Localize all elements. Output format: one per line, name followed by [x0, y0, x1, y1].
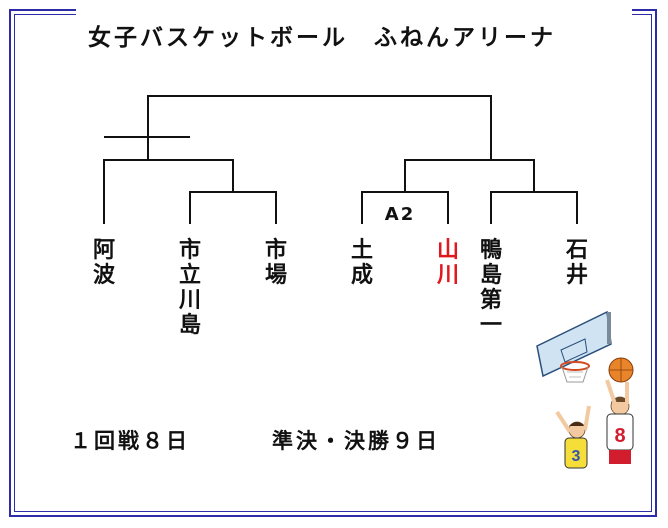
team-ichiba: 市 場	[261, 238, 291, 288]
bracket-final-line	[147, 95, 492, 160]
page-title: 女子バスケットボール ふねんアリーナ	[88, 25, 556, 51]
team-char: 場	[264, 263, 287, 288]
team-char: 川	[436, 263, 459, 288]
team-char: 川	[178, 288, 201, 313]
team-char: 成	[350, 263, 373, 288]
team-char: 立	[178, 263, 201, 288]
team-char: 土	[350, 238, 373, 263]
schedule-semis-final: 準決・決勝９日	[272, 429, 440, 453]
bracket-right-r1-line	[490, 191, 578, 224]
team-char: 一	[479, 313, 502, 338]
team-char: 阿	[92, 238, 115, 263]
svg-text:8: 8	[614, 425, 625, 447]
team-awa: 阿 波	[89, 238, 119, 288]
team-char: 鴨	[479, 238, 502, 263]
team-char: 市	[264, 238, 287, 263]
basketball-players-illustration: 8 3	[536, 310, 634, 469]
svg-text:3: 3	[572, 448, 581, 465]
bracket-right-semi-line	[404, 159, 535, 192]
team-shiritsu-kawashima: 市 立 川 島	[175, 238, 205, 338]
game-label-a2: A2	[384, 204, 416, 225]
team-ishii: 石 井	[562, 238, 592, 288]
schedule-round1: １回戦８日	[70, 429, 190, 453]
team-char: 石	[565, 238, 588, 263]
bracket-left-semi-line	[103, 159, 234, 224]
team-kamojima-daiichi: 鴨 島 第 一	[476, 238, 506, 338]
team-char: 市	[178, 238, 201, 263]
team-yamakawa: 山 川	[433, 238, 463, 288]
team-char: 井	[565, 263, 588, 288]
team-char: 波	[92, 263, 115, 288]
title-frame-gap	[76, 0, 632, 22]
team-char: 島	[479, 263, 502, 288]
bracket-a2-line	[361, 191, 449, 224]
team-char: 島	[178, 313, 201, 338]
team-char: 第	[479, 288, 502, 313]
team-char: 山	[436, 238, 459, 263]
bracket-left-r1-line	[189, 191, 277, 224]
team-donari: 土 成	[347, 238, 377, 288]
